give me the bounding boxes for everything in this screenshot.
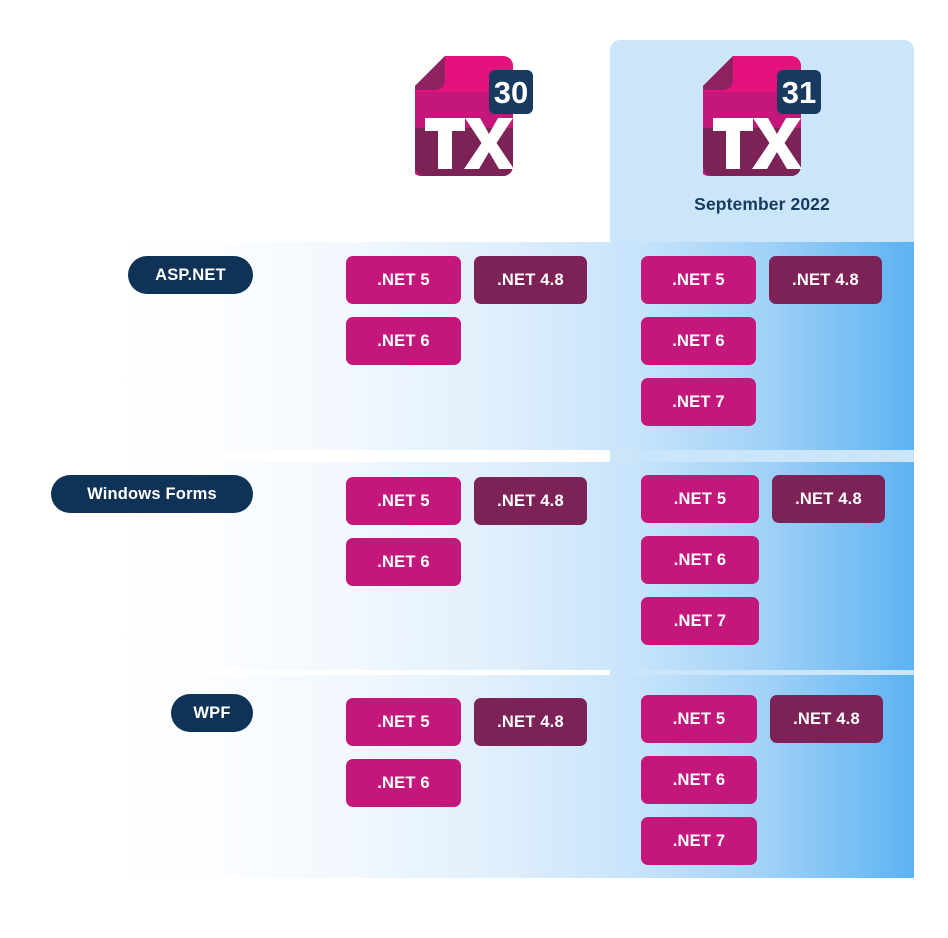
header-right-month: September 2022 [694, 194, 830, 214]
tx30-logo-icon: 30 [415, 52, 533, 180]
badge-net48[interactable]: .NET 4.8 [770, 695, 883, 743]
badges-wpf-left: .NET 5 .NET 4.8 .NET 6 [346, 698, 587, 820]
badge-row: .NET 6 [641, 317, 882, 365]
badge-net5[interactable]: .NET 5 [346, 698, 461, 746]
badge-row: .NET 5 .NET 4.8 [346, 256, 587, 304]
tx30-number: 30 [494, 75, 528, 110]
badge-net6[interactable]: .NET 6 [346, 759, 461, 807]
badge-net5[interactable]: .NET 5 [641, 475, 759, 523]
badges-aspnet-right: .NET 5 .NET 4.8 .NET 6 .NET 7 [641, 256, 882, 439]
badge-net7[interactable]: .NET 7 [641, 817, 757, 865]
header: 30 31 Sept [0, 0, 948, 242]
badge-row: .NET 5 .NET 4.8 [641, 475, 885, 523]
tx31-logo-icon: 31 [703, 52, 821, 180]
badge-net5[interactable]: .NET 5 [641, 695, 757, 743]
badge-net48[interactable]: .NET 4.8 [474, 256, 587, 304]
badge-net48[interactable]: .NET 4.8 [769, 256, 882, 304]
badge-net6[interactable]: .NET 6 [641, 756, 757, 804]
badge-net6[interactable]: .NET 6 [641, 317, 756, 365]
badges-aspnet-left: .NET 5 .NET 4.8 .NET 6 [346, 256, 587, 378]
badge-net6[interactable]: .NET 6 [346, 538, 461, 586]
badge-row: .NET 6 [346, 538, 587, 586]
badge-net5[interactable]: .NET 5 [346, 256, 461, 304]
badge-net6[interactable]: .NET 6 [641, 536, 759, 584]
badges-windows-forms-right: .NET 5 .NET 4.8 .NET 6 .NET 7 [641, 475, 885, 658]
badges-wpf-right: .NET 5 .NET 4.8 .NET 6 .NET 7 [641, 695, 883, 878]
badge-net7[interactable]: .NET 7 [641, 597, 759, 645]
header-cell-tx30: 30 [322, 0, 626, 242]
badge-row: .NET 6 [346, 317, 587, 365]
badge-row: .NET 6 [346, 759, 587, 807]
badge-row: .NET 6 [641, 756, 883, 804]
row-label-windows-forms[interactable]: Windows Forms [51, 475, 253, 513]
badges-windows-forms-left: .NET 5 .NET 4.8 .NET 6 [346, 477, 587, 599]
badge-row: .NET 5 .NET 4.8 [346, 698, 587, 746]
badge-net48[interactable]: .NET 4.8 [474, 477, 587, 525]
badge-row: .NET 7 [641, 378, 882, 426]
row-label-aspnet[interactable]: ASP.NET [128, 256, 253, 294]
badge-row: .NET 6 [641, 536, 885, 584]
badge-row: .NET 5 .NET 4.8 [641, 695, 883, 743]
tx31-number: 31 [782, 75, 816, 110]
header-cell-tx31: 31 September 2022 [610, 0, 914, 242]
badge-net5[interactable]: .NET 5 [641, 256, 756, 304]
badge-row: .NET 7 [641, 597, 885, 645]
badge-net7[interactable]: .NET 7 [641, 378, 756, 426]
badge-row: .NET 5 .NET 4.8 [641, 256, 882, 304]
badge-row: .NET 5 .NET 4.8 [346, 477, 587, 525]
badge-net6[interactable]: .NET 6 [346, 317, 461, 365]
row-label-wpf[interactable]: WPF [171, 694, 253, 732]
badge-row: .NET 7 [641, 817, 883, 865]
badge-net5[interactable]: .NET 5 [346, 477, 461, 525]
badge-net48[interactable]: .NET 4.8 [772, 475, 885, 523]
badge-net48[interactable]: .NET 4.8 [474, 698, 587, 746]
